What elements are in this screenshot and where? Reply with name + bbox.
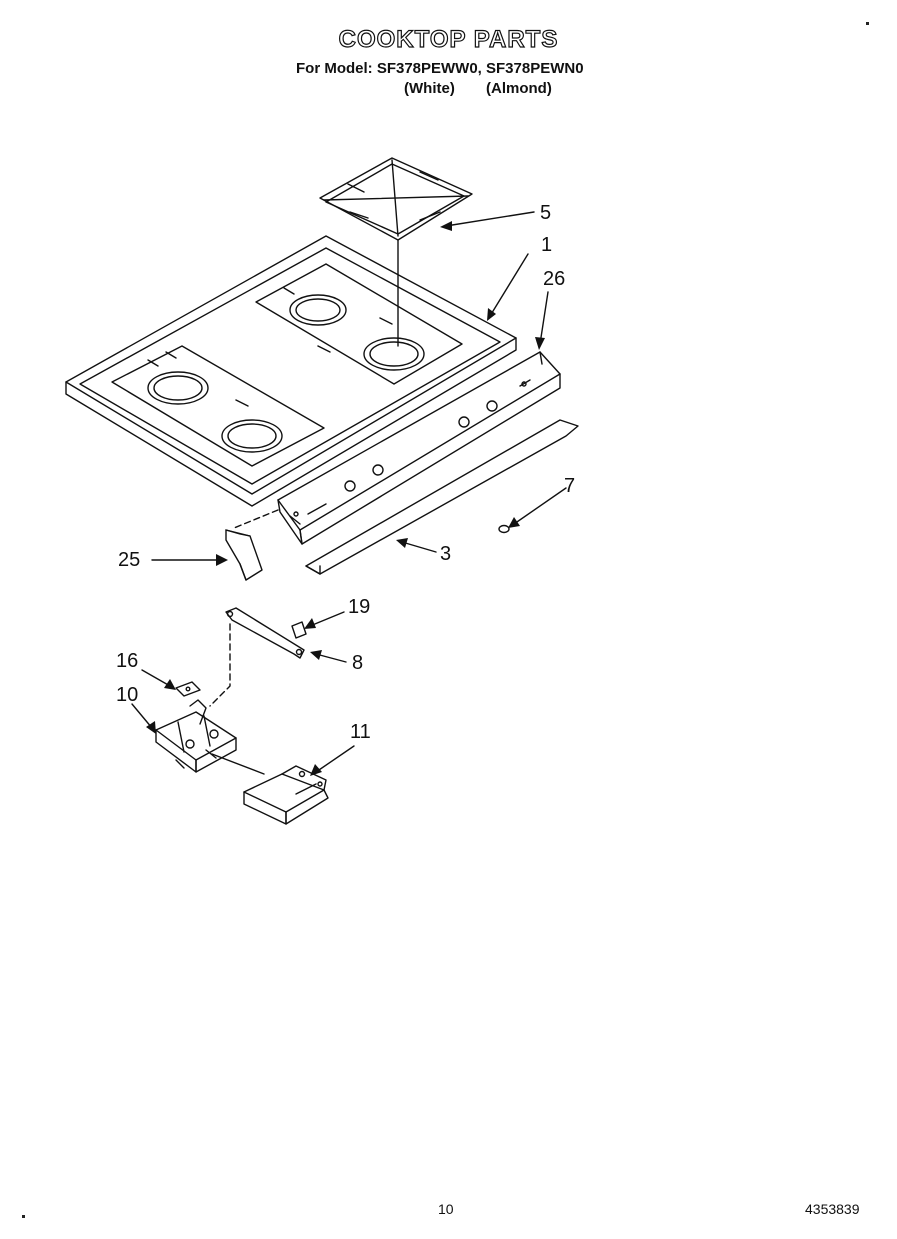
- callout-25: 25: [118, 549, 141, 571]
- callout-5: 5: [540, 202, 552, 224]
- callout-1: 1: [541, 234, 553, 256]
- variant-white: (White): [404, 80, 455, 97]
- corner-mark: [22, 1215, 25, 1218]
- callout-8: 8: [352, 652, 364, 674]
- variant-almond: (Almond): [486, 80, 552, 97]
- side-trim-cap-part: [226, 530, 262, 580]
- callout-3: 3: [440, 543, 452, 565]
- callout-10: 10: [116, 684, 139, 706]
- callout-19: 19: [348, 596, 371, 618]
- callout-16: 16: [116, 650, 139, 672]
- connector-line: [234, 510, 278, 528]
- connector-line: [210, 624, 230, 706]
- small-plate-part: [176, 682, 200, 696]
- burner-grate-part: [320, 158, 472, 346]
- mounting-bracket-part: [244, 766, 328, 824]
- page-number: 10: [438, 1201, 454, 1217]
- model-line: For Model: SF378PEWW0, SF378PEWN0: [296, 60, 584, 77]
- switch-assembly-part: [156, 700, 236, 772]
- callout-11: 11: [350, 721, 371, 743]
- callout-26: 26: [543, 268, 566, 290]
- trim-strip-part: [306, 420, 578, 574]
- page-title: COOKTOP PARTS: [338, 25, 559, 53]
- bracket-rod-part: [226, 608, 306, 658]
- document-number: 4353839: [805, 1201, 860, 1217]
- leader-arrowheads: [146, 221, 545, 776]
- corner-mark: [866, 22, 869, 25]
- leader-lines: [132, 212, 566, 772]
- connector-line: [212, 754, 264, 774]
- screw-part: [499, 526, 509, 533]
- callout-7: 7: [564, 475, 576, 497]
- cooktop-part: [66, 236, 516, 506]
- manifold-panel-part: [278, 352, 560, 544]
